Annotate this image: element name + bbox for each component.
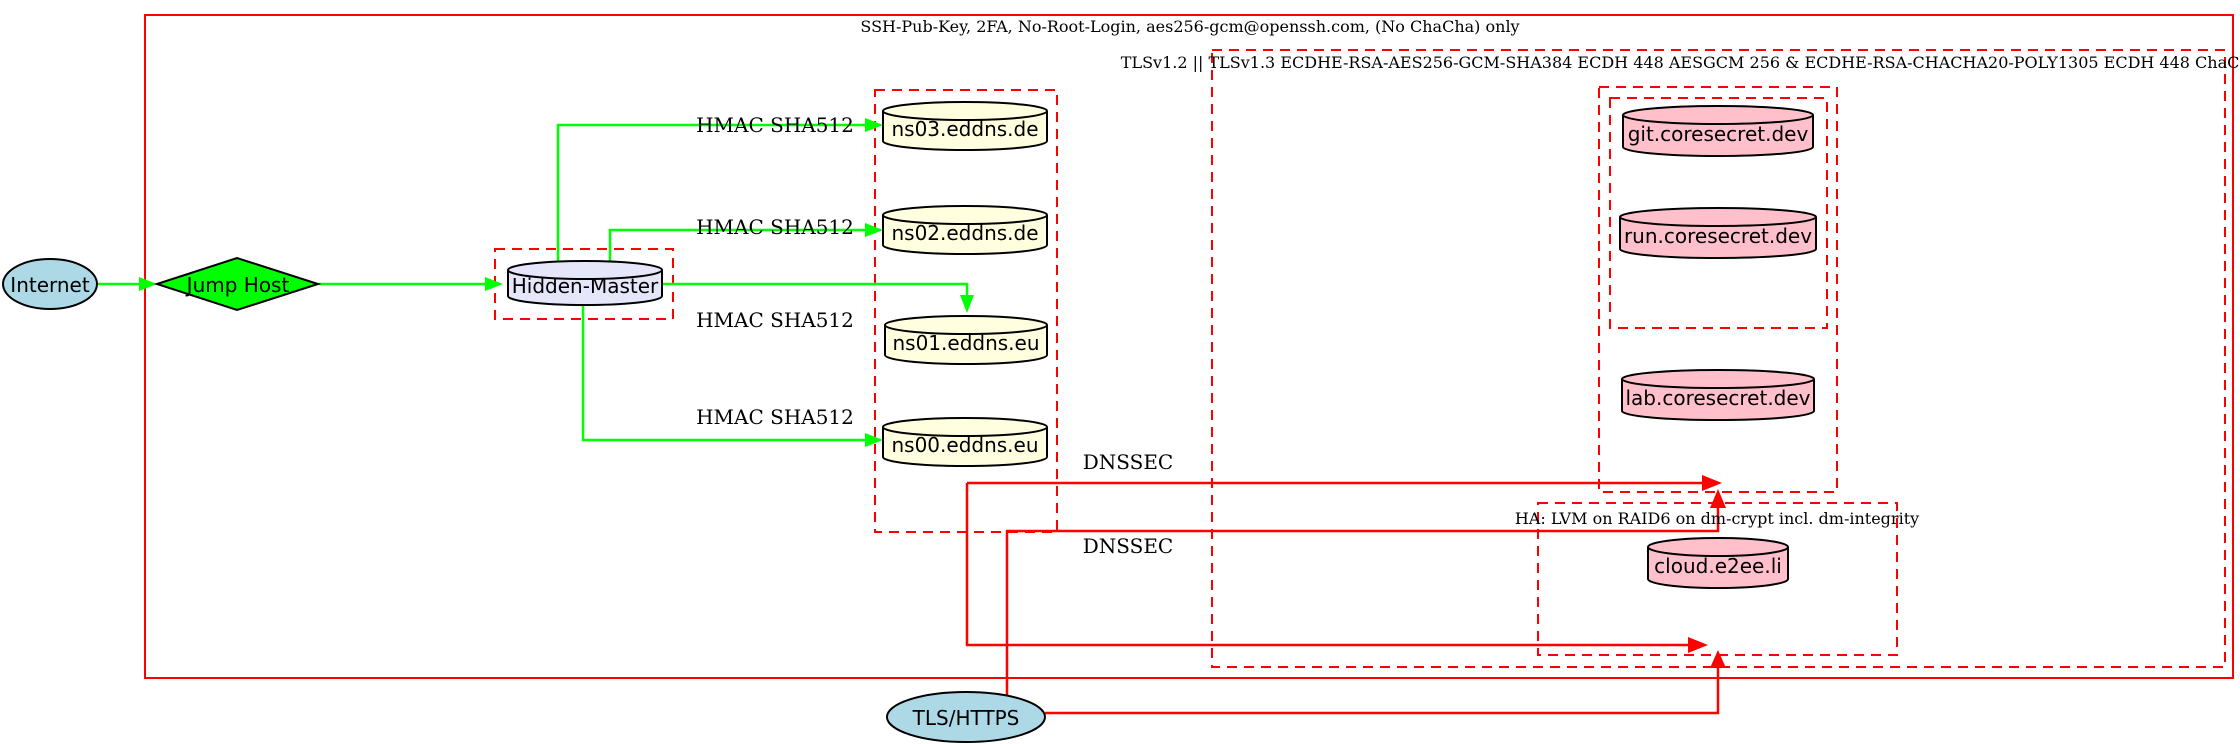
coresecret-outer-box [1598,86,1838,493]
arrowhead-ns00 [865,433,883,447]
edge-dnssec-ha [965,483,1690,647]
ns00-label: ns00.eddns.eu [891,433,1039,457]
edge-label-dnssec-1: DNSSEC [1082,450,1174,474]
cloud-node [1647,537,1789,589]
edge-hiddenmaster-ns00 [581,305,867,442]
git-label: git.coresecret.dev [1627,122,1809,146]
ns01-label: ns01.eddns.eu [892,331,1040,355]
tls-https-node [886,691,1046,743]
arrowhead-tls-coresecret [1710,489,1726,508]
jump-host-node [153,256,322,312]
hidden-master-label: Hidden-Master [511,274,659,298]
lab-label: lab.coresecret.dev [1625,386,1811,410]
edge-hiddenmaster-ns01 [662,282,969,297]
ns03-node [882,101,1048,151]
tls-https-label: TLS/HTTPS [912,706,1020,730]
edge-hiddenmaster-ns02 [608,228,867,261]
arrowhead-jumphost [139,277,157,291]
run-label: run.coresecret.dev [1623,224,1813,248]
ns02-label: ns02.eddns.de [891,221,1039,245]
git-node [1622,105,1814,157]
ns01-node [884,315,1048,365]
arrowhead-hiddenmaster [485,277,503,291]
edge-label-dnssec-2: DNSSEC [1082,534,1174,558]
arrowhead-ns03 [865,118,883,132]
arrowhead-ns01 [960,295,974,313]
edge-label-hmac-ns03: HMAC SHA512 [696,113,854,137]
edge-hiddenmaster-ns03 [556,123,867,261]
ns02-node [882,205,1048,255]
ha-zone-label: HA: LVM on RAID6 on dm-crypt incl. dm-in… [1514,509,1920,528]
arrowhead-dnssec-ha [1688,637,1708,653]
ssh-zone-label: SSH-Pub-Key, 2FA, No-Root-Login, aes256-… [860,17,1520,36]
tls-zone-label: TLSv1.2 || TLSv1.3 ECDHE-RSA-AES256-GCM-… [1120,53,2240,72]
hidden-master-node [507,260,663,306]
arrowhead-dnssec-coresecret [1702,475,1722,491]
coresecret-inner-box [1609,97,1828,329]
edge-tls-ha [1045,666,1720,715]
edge-label-hmac-ns01: HMAC SHA512 [696,308,854,332]
ns00-node [882,417,1048,467]
jump-host-label: Jump Host [186,273,290,297]
internet-label: Internet [10,273,90,297]
edge-tls-coresecret [1005,506,1720,695]
arrowhead-ns02 [865,223,883,237]
run-node [1619,207,1817,259]
ns03-label: ns03.eddns.de [891,117,1039,141]
ssh-zone-box [144,14,2234,679]
edge-label-hmac-ns02: HMAC SHA512 [696,215,854,239]
edge-label-hmac-ns00: HMAC SHA512 [696,405,854,429]
cloud-label: cloud.e2ee.li [1654,554,1782,578]
arrowhead-tls-ha [1710,650,1726,668]
internet-node [2,258,98,310]
lab-node [1621,369,1815,421]
